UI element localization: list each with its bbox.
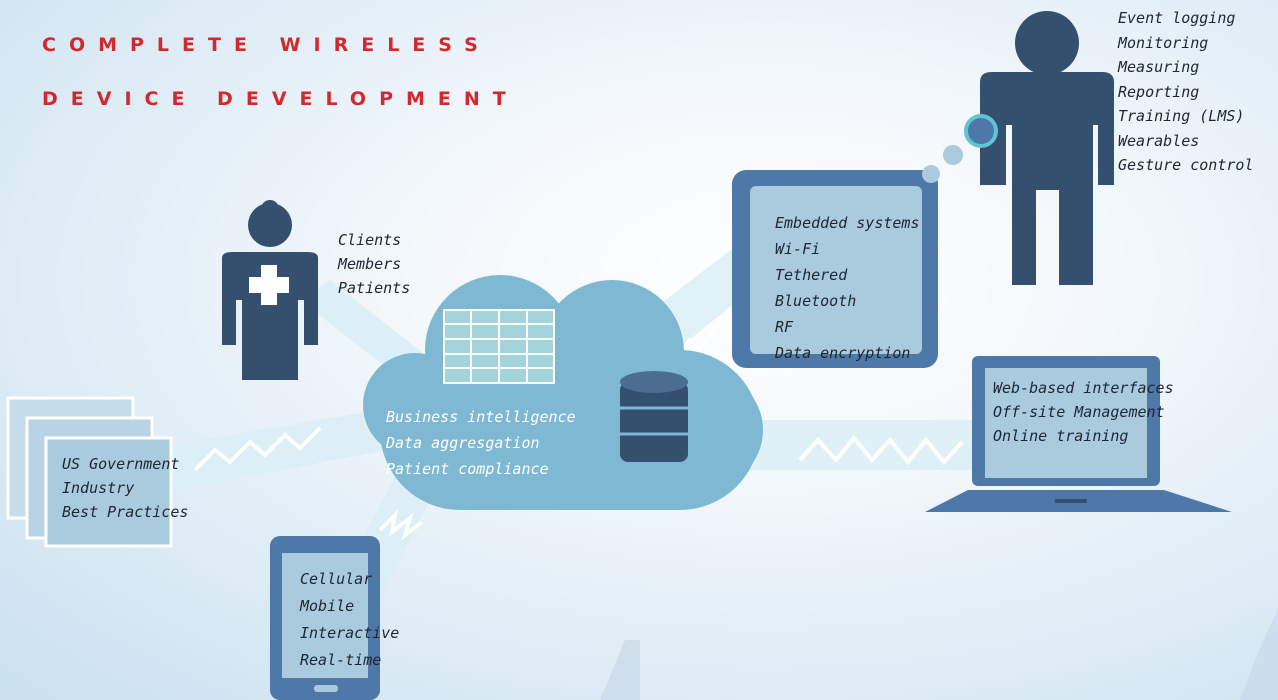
list-item: Reporting [1118,82,1200,101]
mobile-features-list: Cellular Mobile Interactive Real-time [300,566,399,674]
cloud-services-list: Business intelligence Data aggresgation … [386,404,576,482]
laptop-icon [925,356,1232,512]
person-icon [980,11,1114,285]
list-item: Data aggresgation [386,434,540,452]
list-item: Monitoring [1118,33,1209,52]
list-item: Cellular [300,570,373,588]
list-item: Best Practices [62,503,189,521]
page-title-line2: DEVICE DEVELOPMENT [42,88,519,110]
list-item: Event logging [1118,9,1236,27]
list-item: Mobile [300,597,355,615]
laptop-features-list: Web-based interfaces Off-site Management… [993,376,1174,448]
airplane-silhouette [600,610,1278,700]
table-icon [443,309,555,384]
list-item: Embedded systems [775,214,920,232]
medical-worker-icon [222,200,318,380]
list-item: Clients [338,231,402,249]
list-item: US Government [62,455,180,473]
phone-icon [270,536,380,700]
list-item: Online training [993,427,1129,445]
list-item: Data encryption [775,344,911,362]
list-item: Off-site Management [993,403,1165,421]
list-item: Real-time [300,651,382,669]
list-item: Interactive [300,624,400,642]
list-item: Measuring [1118,58,1200,76]
list-item: Tethered [775,266,848,284]
list-item: Members [338,255,402,273]
database-icon [620,371,688,462]
page-title-line1: COMPLETE WIRELESS [42,34,491,56]
embedded-systems-list: Embedded systems Wi-Fi Tethered Bluetoot… [775,210,920,366]
list-item: Industry [62,479,135,497]
standards-list: US Government Industry Best Practices [62,452,188,524]
person-capabilities-list: Event logging Monitoring Measuring Repor… [1118,6,1253,178]
list-item: Wi-Fi [775,240,821,258]
smartwatch-icon [964,114,998,148]
list-item: Gesture control [1118,156,1254,174]
list-item: Patient compliance [386,460,549,478]
list-item: Wearables [1118,131,1200,150]
clients-list: Clients Members Patients [338,228,410,300]
thought-bubbles [922,145,963,183]
tablet-icon [732,170,938,368]
documents-icon [6,396,173,548]
list-item: Patients [338,279,411,297]
list-item: Web-based interfaces [993,379,1174,397]
list-item: Training (LMS) [1118,107,1245,125]
list-item: RF [775,318,794,336]
list-item: Bluetooth [775,292,857,310]
list-item: Business intelligence [386,408,576,426]
